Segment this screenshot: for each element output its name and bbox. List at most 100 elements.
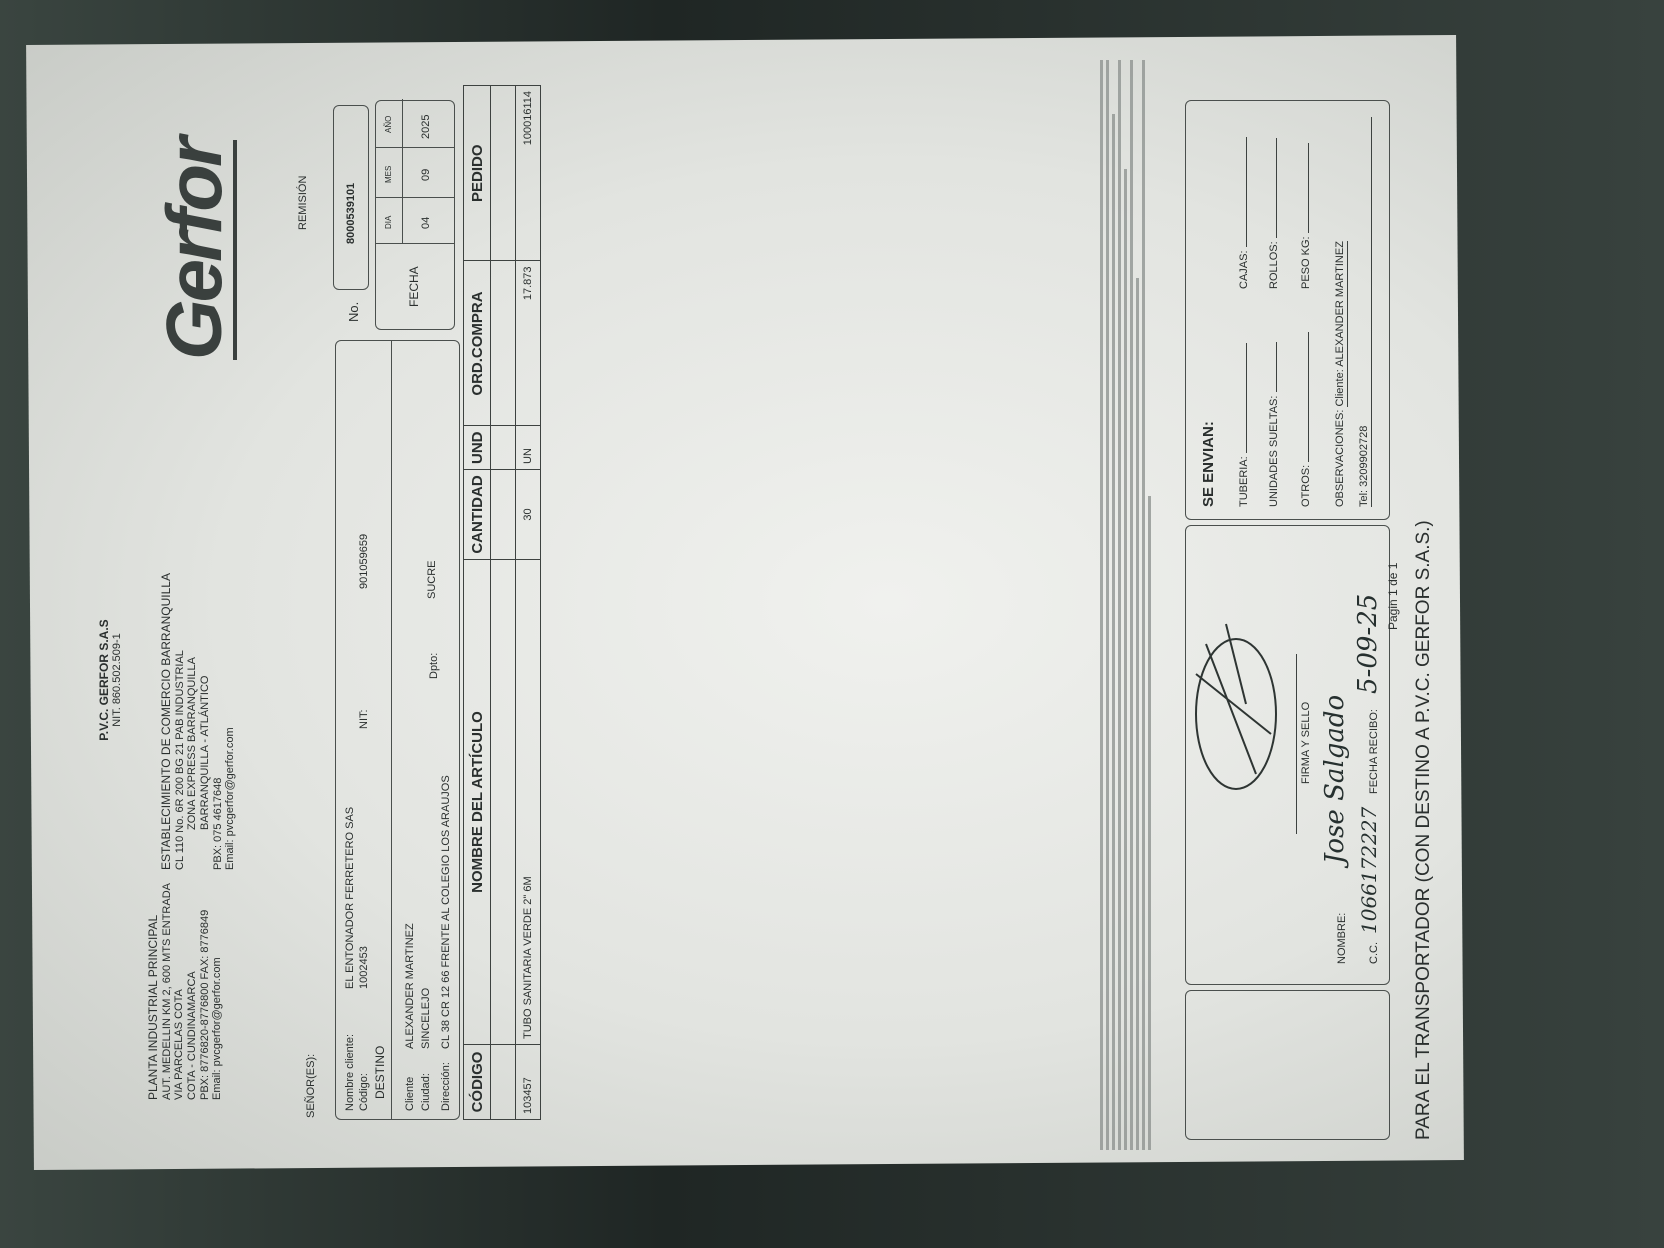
col-pedido: PEDIDO xyxy=(463,85,491,261)
branch-line: PBX: 075 4617648 xyxy=(211,777,224,870)
cell-pedido: 100016114 xyxy=(515,85,541,261)
page-of: de xyxy=(1386,572,1400,586)
plant-line: AUT. MEDELLIN KM 2, 600 MTS ENTRADA xyxy=(160,883,173,1100)
plant-address: PLANTA INDUSTRIAL PRINCIPAL AUT. MEDELLI… xyxy=(146,883,224,1100)
observaciones-field: OBSERVACIONES: Cliente: ALEXANDER MARTIN… xyxy=(1334,241,1348,507)
company-header: P.V.C. GERFOR S.A.S NIT. 860.502.509-1 xyxy=(97,580,123,780)
direccion-value: CL 38 CR 12 66 FRENTE AL COLEGIO LOS ARA… xyxy=(440,775,452,1049)
plant-line: COTA - CUNDINAMARCA xyxy=(186,971,199,1100)
page-label: Pagin xyxy=(1386,599,1400,630)
peso-field: PESO KG: xyxy=(1300,143,1313,289)
remision-no-label: No. xyxy=(346,301,361,322)
cell-nombre: TUBO SANITARIA VERDE 2" 6M xyxy=(515,559,541,1045)
cajas-label: CAJAS: xyxy=(1238,250,1250,289)
transporter-box xyxy=(1185,990,1390,1140)
rollos-field: ROLLOS: xyxy=(1268,138,1281,289)
unidades-field: UNIDADES SUELTAS: xyxy=(1268,342,1281,507)
page-total: 1 xyxy=(1386,562,1400,570)
ciudad-label: Ciudad: xyxy=(420,1073,432,1111)
col-codigo: CÓDIGO xyxy=(463,1044,491,1120)
tel-value: Tel: 3209902728 xyxy=(1358,117,1372,507)
senores-label: SEÑOR(ES): xyxy=(305,1053,317,1118)
otros-label: OTROS: xyxy=(1300,464,1312,507)
nombre-value: Jose Salgado xyxy=(1320,694,1350,864)
cell-ord-compra: 17.873 xyxy=(515,261,541,426)
remision-title: REMISIÓN xyxy=(297,175,309,230)
tuberia-label: TUBERIA: xyxy=(1238,456,1250,507)
branch-line: ZONA EXPRESS BARRANQUILLA xyxy=(186,657,199,830)
col-nombre: NOMBRE DEL ARTÍCULO xyxy=(463,559,491,1045)
client-box: Nombre cliente: EL ENTONADOR FERRETERO S… xyxy=(335,340,460,1120)
plant-line: PBX: 8776820-8776800 FAX: 8776849 xyxy=(198,909,211,1100)
cajas-field: CAJAS: xyxy=(1238,137,1251,289)
fecha-box: FECHA DIA MES AÑO 04 09 2025 xyxy=(375,99,455,330)
rollos-label: ROLLOS: xyxy=(1268,241,1280,289)
table-row: 103457 TUBO SANITARIA VERDE 2" 6M 30 UN … xyxy=(515,85,541,1120)
branch-line: CL 110 No. 6R 200 BG 21 PAB INDUSTRIAL xyxy=(173,650,186,870)
client-nit-label: NIT: xyxy=(358,709,370,729)
nombre-label: NOMBRE: xyxy=(1336,912,1348,964)
destino-label: DESTINO xyxy=(373,1045,387,1099)
table-row xyxy=(490,85,516,1120)
peso-label: PESO KG: xyxy=(1300,236,1312,289)
fecha-grid: DIA MES AÑO 04 09 2025 xyxy=(376,99,454,244)
divider xyxy=(391,341,392,1119)
client-code: 1002453 xyxy=(358,946,370,989)
se-envian-title: SE ENVIAN: xyxy=(1200,421,1217,507)
cell-codigo: 103457 xyxy=(515,1044,541,1120)
company-nit: NIT. 860.502.509-1 xyxy=(111,633,123,727)
dia-value: 04 xyxy=(420,216,432,229)
cell-cantidad: 30 xyxy=(515,469,541,560)
fine-print-terms xyxy=(1097,60,1154,1150)
firma-label: FIRMA Y SELLO xyxy=(1300,701,1312,784)
client-name: EL ENTONADOR FERRETERO SAS xyxy=(344,806,356,989)
signature-box: FIRMA Y SELLO NOMBRE: Jose Salgado C.C. … xyxy=(1185,525,1390,985)
ano-label: AÑO xyxy=(384,115,393,133)
items-table: CÓDIGO NOMBRE DEL ARTÍCULO CANTIDAD UND … xyxy=(463,85,541,1120)
gerfor-logo: Gerfor xyxy=(150,139,238,360)
client-code-label: Código: xyxy=(358,1073,370,1111)
client-name-label: Nombre cliente: xyxy=(344,1033,356,1111)
signature-line xyxy=(1296,654,1297,834)
cc-label: C.C. xyxy=(1368,942,1380,964)
fecha-recibo-value: 5-09-25 xyxy=(1353,593,1383,694)
page-number: 1 xyxy=(1386,589,1400,596)
dpto-value: SUCRE xyxy=(426,560,438,599)
tuberia-field: TUBERIA: xyxy=(1238,343,1251,507)
col-cantidad: CANTIDAD xyxy=(463,469,491,560)
signature-mark xyxy=(1195,623,1277,790)
cell-und: UN xyxy=(515,426,541,470)
cliente-label: Cliente xyxy=(404,1076,416,1111)
client-nit: 901059659 xyxy=(358,533,370,589)
remission-document: P.V.C. GERFOR S.A.S NIT. 860.502.509-1 P… xyxy=(35,50,1455,1160)
cc-value: 1066172227 xyxy=(1357,806,1381,934)
obs-value: Cliente: ALEXANDER MARTINEZ xyxy=(1334,241,1348,407)
branch-title: ESTABLECIMIENTO DE COMERCIO BARRANQUILLA xyxy=(159,573,173,870)
fecha-label: FECHA xyxy=(407,266,421,307)
unidades-label: UNIDADES SUELTAS: xyxy=(1268,395,1280,507)
dia-label: DIA xyxy=(384,215,393,229)
fecha-recibo-label: FECHA RECIBO: xyxy=(1368,709,1380,794)
direccion-label: Dirección: xyxy=(440,1062,452,1111)
plant-title: PLANTA INDUSTRIAL PRINCIPAL xyxy=(146,914,160,1100)
se-envian-box: SE ENVIAN: TUBERIA: CAJAS: UNIDADES SUEL… xyxy=(1185,100,1390,520)
branch-line: BARRANQUILLA - ATLÁNTICO xyxy=(199,675,212,830)
transporter-footer: PARA EL TRANSPORTADOR (CON DESTINO A P.V… xyxy=(1413,520,1434,1140)
company-name: P.V.C. GERFOR S.A.S xyxy=(97,619,111,741)
mes-label: MES xyxy=(384,165,393,183)
col-und: UND xyxy=(463,426,491,470)
cliente-value: ALEXANDER MARTINEZ xyxy=(404,923,416,1049)
page-indicator: Pagin 1 de 1 xyxy=(1386,562,1401,630)
ciudad-value: SINCELEJO xyxy=(420,987,432,1049)
obs-label: OBSERVACIONES: xyxy=(1334,409,1346,507)
remision-number: 8000539101 xyxy=(345,182,357,244)
dpto-label: Dpto: xyxy=(428,652,440,679)
otros-field: OTROS: xyxy=(1300,331,1313,507)
plant-line: Email: pvcgerfor@gerfor.com xyxy=(211,957,224,1100)
ano-value: 2025 xyxy=(420,114,432,139)
remision-number-box: 8000539101 xyxy=(333,105,369,290)
branch-line: Email: pvcgerfor@gerfor.com xyxy=(224,727,237,870)
branch-address: ESTABLECIMIENTO DE COMERCIO BARRANQUILLA… xyxy=(159,573,237,870)
plant-line: VIA PARCELAS COTA xyxy=(173,989,186,1100)
mes-value: 09 xyxy=(420,168,432,181)
